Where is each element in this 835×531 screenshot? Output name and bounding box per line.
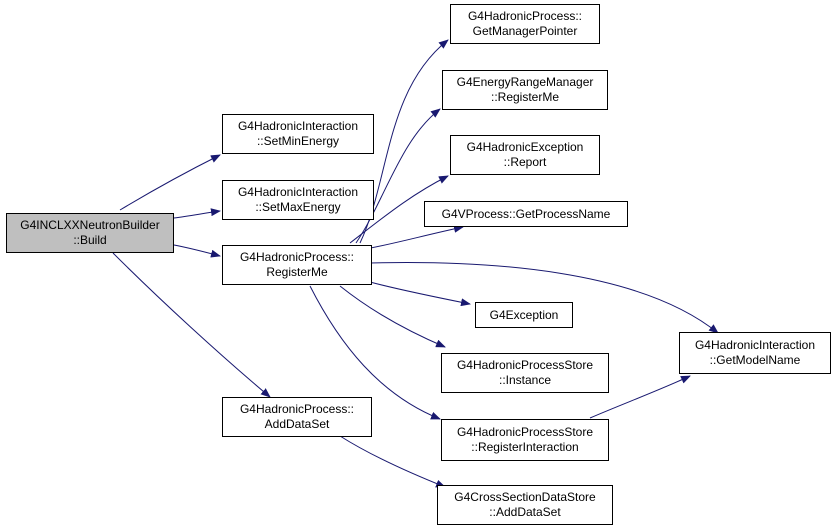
node-reginter-line-2: ::RegisterInteraction: [471, 440, 579, 454]
node-setmaxenergy-line-2: ::SetMaxEnergy: [255, 200, 341, 214]
node-hadronicprocess-adddataset[interactable]: G4HadronicProcess:: AddDataSet: [222, 397, 372, 437]
node-getmodelname-line-2: ::GetModelName: [709, 353, 801, 367]
edge-build-setminenergy: [119, 154, 221, 211]
node-report-line-2: ::Report: [503, 155, 547, 169]
node-getprocessname-label: G4VProcess::GetProcessName: [441, 206, 611, 221]
node-setminenergy[interactable]: G4HadronicInteraction ::SetMinEnergy: [222, 114, 374, 154]
node-adddataset-line-1: G4HadronicProcess::: [239, 402, 355, 416]
node-setminenergy-line-2: ::SetMinEnergy: [256, 134, 340, 148]
node-hadronicprocess-registerme[interactable]: G4HadronicProcess:: RegisterMe: [222, 245, 372, 285]
edge-build-registerme: [173, 244, 221, 258]
node-report-line-1: G4HadronicException: [466, 140, 584, 154]
node-crosssectiondatastore-adddataset[interactable]: G4CrossSectionDataStore ::AddDataSet: [437, 485, 613, 525]
node-energyrangemanager-registerme[interactable]: G4EnergyRangeManager ::RegisterMe: [442, 70, 608, 110]
node-registerme-line-1: G4HadronicProcess::: [239, 250, 355, 264]
node-hadronicexception-report[interactable]: G4HadronicException ::Report: [450, 135, 600, 175]
node-erm-line-2: ::RegisterMe: [490, 90, 560, 104]
node-getmodelname[interactable]: G4HadronicInteraction ::GetModelName: [679, 332, 831, 374]
node-getmanagerpointer-line-2: GetManagerPointer: [472, 24, 578, 38]
node-setmaxenergy-line-1: G4HadronicInteraction: [237, 185, 359, 199]
edge-registerme-hadronicexception: [349, 175, 449, 244]
edge-registerme-getmodelname: [369, 262, 719, 334]
node-getmanagerpointer[interactable]: G4HadronicProcess:: GetManagerPointer: [450, 4, 600, 44]
node-g4inclxxneutronbuilder-build: G4INCLXXNeutronBuilder ::Build: [6, 213, 174, 253]
edge-registerme-registerinteraction: [309, 285, 441, 420]
edge-registerme-processstore-instance: [339, 285, 446, 348]
node-registerme-line-2: RegisterMe: [266, 265, 328, 279]
edge-registerme-getprocessname: [359, 224, 464, 251]
node-setminenergy-line-1: G4HadronicInteraction: [237, 119, 359, 133]
node-getprocessname[interactable]: G4VProcess::GetProcessName: [424, 201, 628, 227]
node-instance-line-2: ::Instance: [498, 373, 552, 387]
edge-registerme-energyrangemanager: [355, 108, 441, 244]
node-processstore-instance[interactable]: G4HadronicProcessStore ::Instance: [441, 353, 609, 393]
node-g4exception[interactable]: G4Exception: [475, 302, 573, 328]
node-reginter-line-1: G4HadronicProcessStore: [456, 425, 594, 439]
node-erm-line-1: G4EnergyRangeManager: [456, 75, 594, 89]
node-getmodelname-line-1: G4HadronicInteraction: [694, 338, 816, 352]
edge-registerme-g4exception: [369, 281, 471, 307]
edge-build-adddataset: [112, 252, 271, 398]
node-root-line-2: ::Build: [73, 233, 107, 247]
edge-adddataset-crosssectiondatastore: [339, 435, 446, 488]
node-csds-line-2: ::AddDataSet: [489, 505, 561, 519]
node-setmaxenergy[interactable]: G4HadronicInteraction ::SetMaxEnergy: [222, 180, 374, 220]
node-g4exception-label: G4Exception: [489, 307, 559, 322]
node-processstore-registerinteraction[interactable]: G4HadronicProcessStore ::RegisterInterac…: [441, 419, 609, 461]
edge-build-setmaxenergy: [173, 208, 221, 219]
node-instance-line-1: G4HadronicProcessStore: [456, 358, 594, 372]
node-adddataset-line-2: AddDataSet: [264, 417, 330, 431]
edge-registerinteraction-getmodelname: [589, 375, 691, 419]
node-getmanagerpointer-line-1: G4HadronicProcess::: [467, 9, 583, 23]
node-csds-line-1: G4CrossSectionDataStore: [454, 490, 596, 504]
node-root-line-1: G4INCLXXNeutronBuilder: [20, 218, 160, 232]
